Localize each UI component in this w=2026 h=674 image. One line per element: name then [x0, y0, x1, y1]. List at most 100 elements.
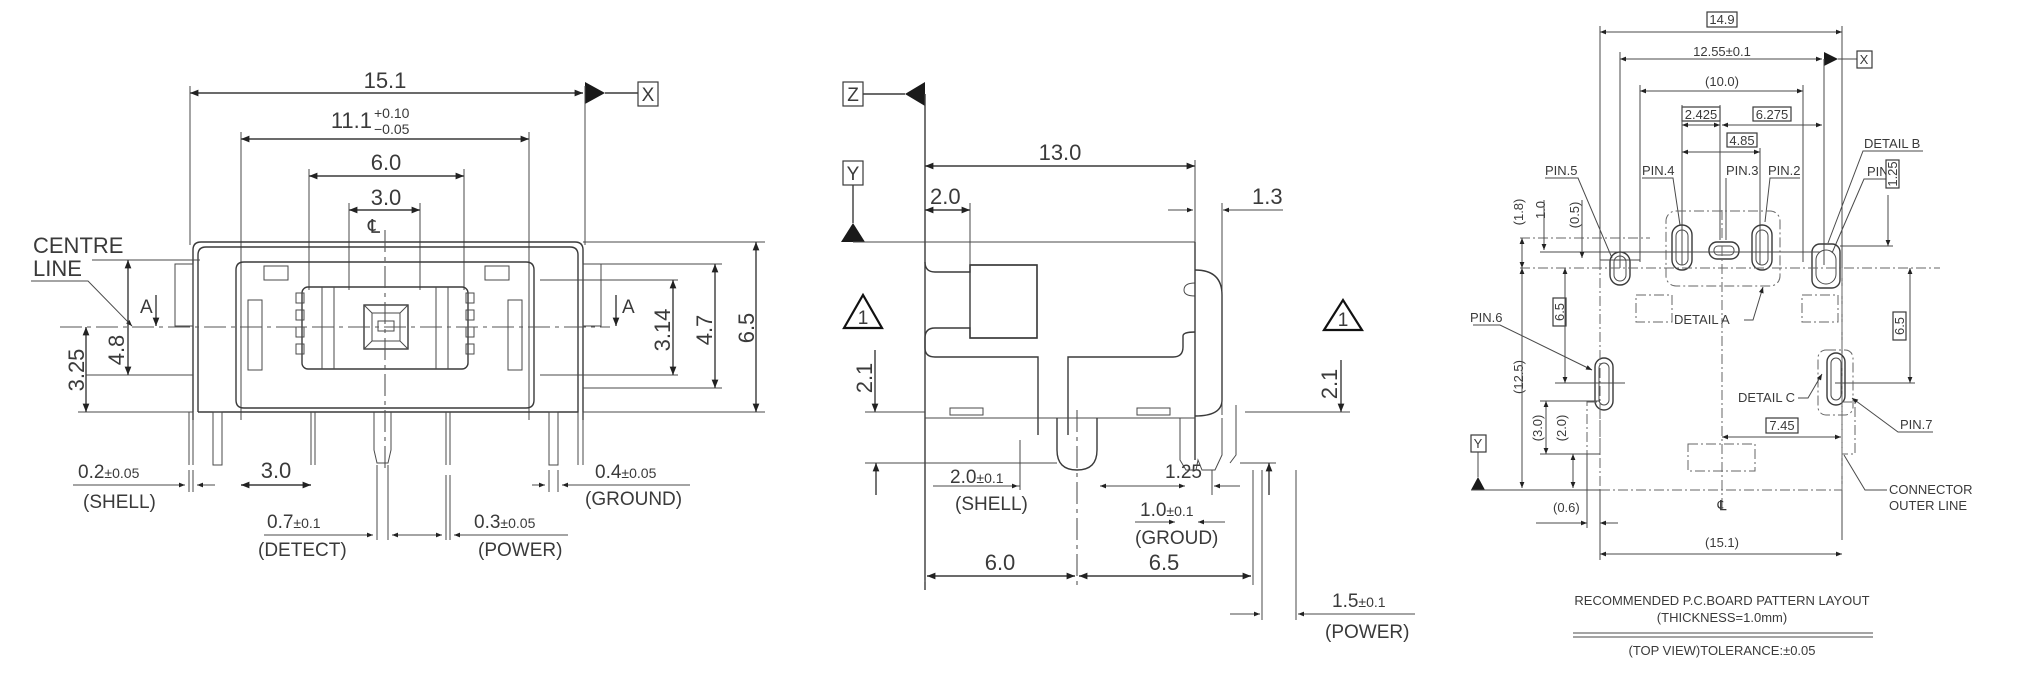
dim-pitch-3: 3.0 [261, 458, 292, 483]
note-1-triangle-left [842, 292, 884, 330]
dim-h-4-8: 4.8 [104, 335, 129, 366]
dim-6: 6.0 [985, 550, 1016, 575]
front-view: X 15.1 11.1 +0.10 −0.05 6.0 3.0 ℄ [31, 68, 765, 561]
ground-dim-value: 0.4 [595, 462, 622, 483]
centerline-symbol: ℄ [367, 217, 381, 238]
pin-6-label: PIN.6 [1470, 310, 1503, 325]
pin-3-pad [1708, 241, 1740, 260]
pcb-datum-y-label: Y [1474, 436, 1483, 451]
detect-label: (DETECT) [258, 540, 347, 561]
section-a-right: A [622, 297, 635, 318]
pcb-datum-y-triangle [1471, 477, 1485, 490]
power-dim: 0.3±0.05 [474, 512, 536, 533]
pin-7-pad [1826, 352, 1846, 406]
dim-width-total: 15.1 [364, 68, 407, 93]
pcb-datum-x-triangle [1824, 52, 1838, 66]
detail-a-box [1665, 210, 1781, 287]
dim-7-45-box [1765, 417, 1799, 434]
dim-7-45: 7.45 [1769, 418, 1794, 433]
pin-6-pad [1594, 357, 1614, 411]
dim-v-0-5: (0.5) [1567, 202, 1582, 229]
centre-line-label-1: CENTRE [33, 233, 123, 258]
pcb-tolerance: (TOP VIEW)TOLERANCE:±0.05 [1628, 643, 1815, 658]
datum-y-triangle [841, 223, 865, 242]
pad-outline [1635, 294, 1673, 323]
dim-v-12-5: (12.5) [1511, 360, 1526, 394]
shell-label: (SHELL) [83, 492, 156, 513]
pin-4-pad [1671, 224, 1693, 271]
ground-dim-tol: ±0.05 [621, 465, 656, 481]
centre-line-label-2: LINE [33, 256, 82, 281]
pin-5-label: PIN.5 [1545, 163, 1578, 178]
dim-2: 2.0 [930, 184, 961, 209]
side-shell-dim-value: 2.0 [950, 467, 976, 488]
detect-dim-value: 0.7 [267, 512, 293, 533]
pcb-layout-view: 14.9 12.55±0.1 X (10.0) 2.425 6.275 4.85… [1470, 11, 1973, 658]
detail-a-label: DETAIL A [1674, 312, 1730, 327]
dim-width-6: 6.0 [371, 150, 402, 175]
pcb-thickness: (THICKNESS=1.0mm) [1657, 610, 1787, 625]
power-label: (POWER) [478, 540, 562, 561]
pcb-datum-x-label: X [1860, 52, 1869, 67]
power-dim-value: 0.3 [474, 512, 500, 533]
dim-v-6-5-right-box [1892, 311, 1907, 341]
dim-6-275: 6.275 [1756, 107, 1789, 122]
pin-2-pad [1751, 224, 1773, 271]
detect-dim: 0.7±0.1 [267, 512, 321, 533]
detail-c-box [1817, 349, 1854, 416]
dim-h-3-14: 3.14 [650, 309, 675, 352]
side-ground-dim-value: 1.0 [1140, 500, 1166, 521]
side-power-dim-value: 1.5 [1332, 591, 1358, 612]
dim-width-inner-tol-minus: −0.05 [374, 121, 410, 137]
note-1-triangle-right [1322, 297, 1364, 332]
dim-0-6: (0.6) [1553, 500, 1580, 515]
dim-6-275-box [1752, 106, 1792, 122]
side-ground-dim-tol: ±0.1 [1166, 503, 1193, 519]
dim-6-5: 6.5 [1149, 550, 1180, 575]
dim-14-9-box [1706, 11, 1738, 28]
detail-c-label: DETAIL C [1738, 390, 1795, 405]
side-shell-dim-tol: ±0.1 [976, 470, 1003, 486]
dim-v-1-0: 1.0 [1533, 201, 1548, 219]
shell-dim-tol: ±0.05 [104, 465, 139, 481]
detail-b-label: DETAIL B [1864, 136, 1920, 151]
dim-14-9: 14.9 [1709, 12, 1734, 27]
side-view: Z Y 13.0 2.0 1.3 1 [841, 81, 1415, 643]
pad-outline [1801, 294, 1839, 323]
datum-x-triangle [585, 82, 605, 104]
dim-v-3-0: (3.0) [1530, 415, 1545, 442]
datum-z-triangle [905, 82, 925, 106]
side-power-label: (POWER) [1325, 622, 1409, 643]
connector-outer-line-1: CONNECTOR [1889, 482, 1973, 497]
dim-10: (10.0) [1705, 74, 1739, 89]
dim-length-13: 13.0 [1039, 140, 1082, 165]
pin-4-label: PIN.4 [1642, 163, 1675, 178]
dim-v-1-25: 1.25 [1885, 161, 1900, 186]
side-shell-dim: 2.0±0.1 [950, 467, 1004, 488]
dim-h-2-1-left: 2.1 [852, 363, 877, 394]
section-a-left: A [140, 297, 153, 318]
note-1-left: 1 [858, 308, 869, 329]
shell-dim: 0.2±0.05 [78, 462, 140, 483]
dim-width-inner-tol-plus: +0.10 [374, 105, 410, 121]
ground-dim: 0.4±0.05 [595, 462, 657, 483]
dim-v-1-25-box [1885, 159, 1900, 189]
pcb-centerline-symbol: ℄ [1717, 497, 1727, 513]
pcb-title: RECOMMENDED P.C.BOARD PATTERN LAYOUT [1574, 593, 1869, 608]
note-1-right: 1 [1338, 310, 1349, 331]
pin-1-pad [1811, 243, 1841, 289]
dim-4-85: 4.85 [1729, 133, 1754, 148]
side-shell-label: (SHELL) [955, 494, 1028, 515]
datum-x-label: X [642, 85, 655, 106]
shell-dim-value: 0.2 [78, 462, 104, 483]
dim-h-2-1-right: 2.1 [1317, 369, 1342, 400]
side-ground-dim: 1.0±0.1 [1140, 500, 1194, 521]
side-power-dim: 1.5±0.1 [1332, 591, 1386, 612]
dim-width-inner: 11.1 [331, 108, 372, 133]
dim-h-3-25: 3.25 [64, 349, 89, 392]
side-power-dim-tol: ±0.1 [1358, 594, 1385, 610]
detect-dim-tol: ±0.1 [293, 515, 320, 531]
pcb-datum-x-box [1856, 50, 1873, 69]
dim-12-55: 12.55±0.1 [1693, 44, 1751, 59]
